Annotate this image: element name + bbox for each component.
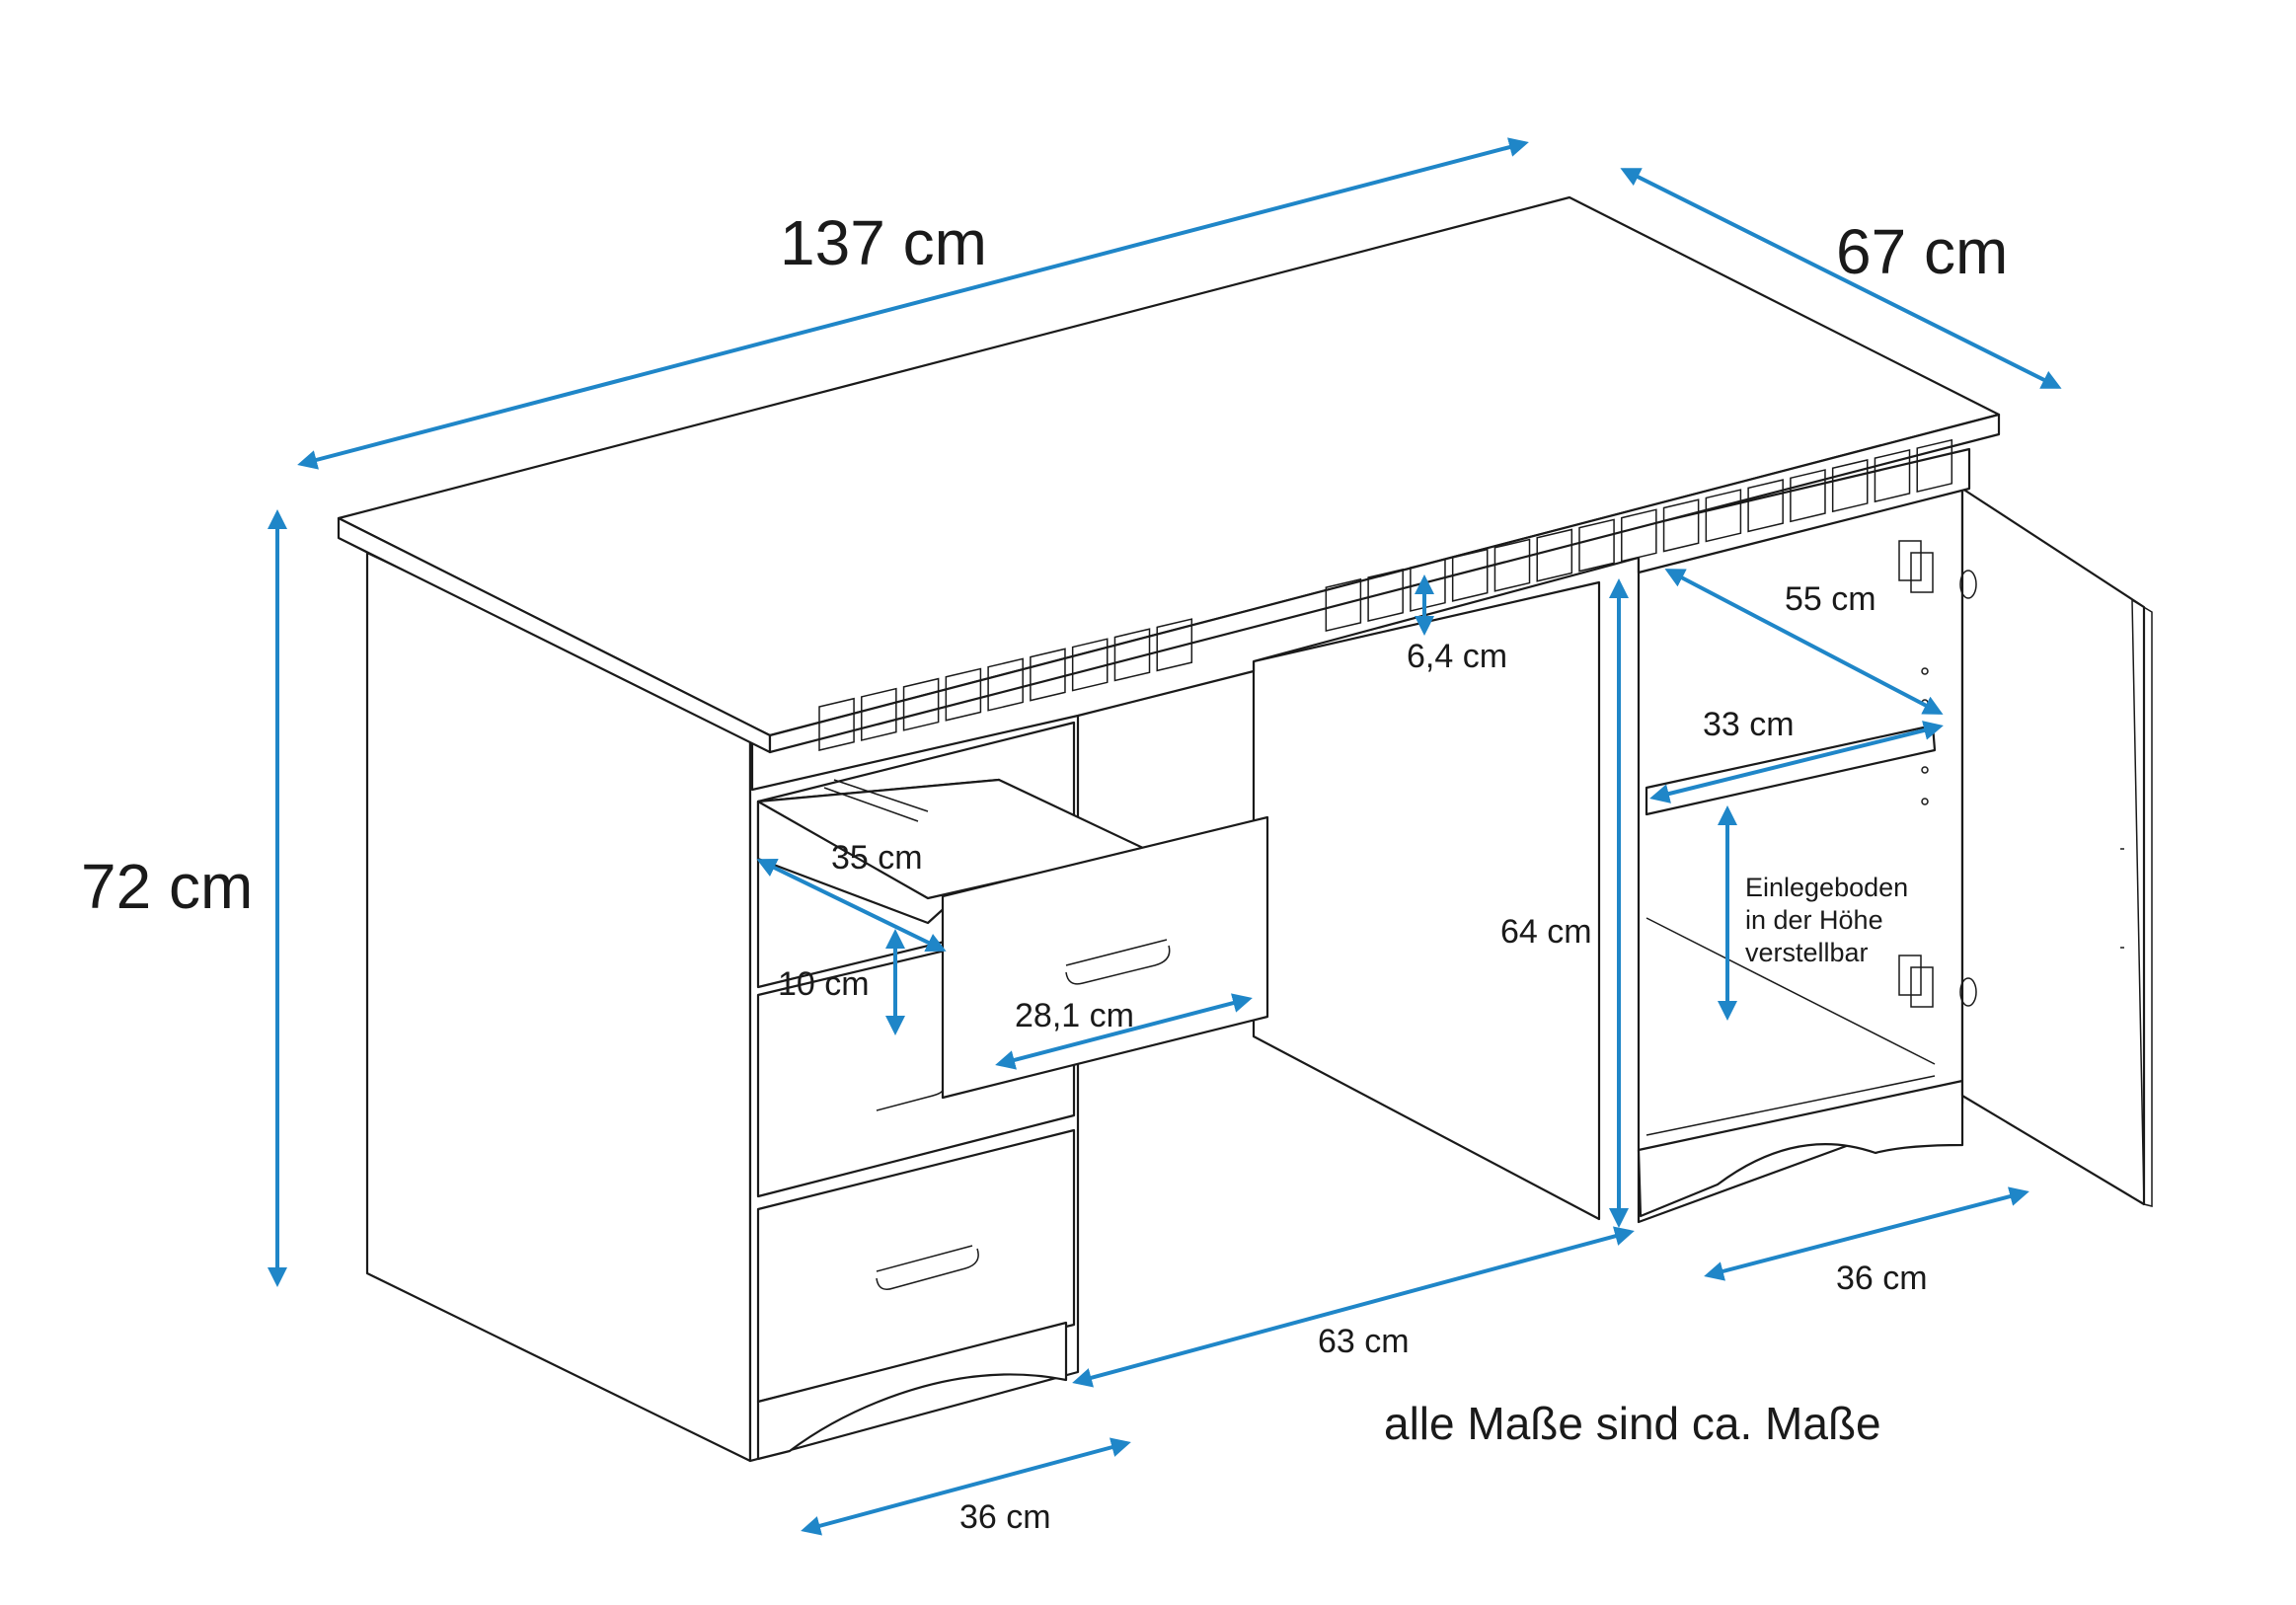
width-arrow [297,137,1529,470]
dimension-arrows [268,137,2062,1536]
drawer-width-arrow [995,993,1253,1070]
inner-height-label: 64 cm [1500,913,1592,951]
drawer-bottom-handle [876,1248,979,1290]
legroom-label: 63 cm [1318,1323,1410,1360]
shelf-note-line-3: verstellbar [1745,938,1869,967]
depth-label: 67 cm [1836,216,2008,287]
depth-arrow [1620,168,2062,389]
shelf-note-line-1: Einlegeboden [1745,873,1908,902]
apron-tile [1451,548,1489,602]
apron-tile [1662,498,1700,553]
apron-tile [1874,448,1911,503]
apron-tile [1621,508,1657,563]
apron-tile [818,697,855,751]
shelf-note-line-2: in der Höhe [1745,905,1883,935]
apron-label: 6,4 cm [1407,638,1507,675]
apron-tile [1578,518,1615,573]
apron-tile [945,667,982,722]
left-plinth [756,1321,1068,1461]
left-pedestal-arrow [801,1437,1131,1536]
apron-tile [1325,577,1362,633]
apron-tile [1156,618,1193,672]
apron-tile [1916,438,1953,494]
apron-tile [902,677,940,731]
cabinet-depth-arrow [1664,569,1944,715]
width-label: 137 cm [780,207,987,278]
right-pedestal-label: 36 cm [1836,1260,1928,1297]
apron-tile [1790,469,1826,523]
apron-tile [987,657,1024,712]
apron-tiles [818,438,1953,751]
cabinet-depth-label: 55 cm [1785,580,1876,618]
apron-tile [1410,558,1446,612]
left-pedestal-label: 36 cm [959,1498,1051,1536]
drawer-depth-label: 35 cm [831,839,923,877]
apron-tile [1071,638,1109,692]
footnote: alle Maße sind ca. Maße [1384,1398,1881,1449]
legroom-arrow [1072,1226,1635,1388]
drawer-height-label: 10 cm [778,965,870,1003]
shelf-depth-arrow [1649,721,1944,803]
shelf-depth-label: 33 cm [1703,706,1795,743]
apron-tile [1493,538,1531,592]
height-label: 72 cm [81,851,253,922]
drawer-depth-arrow [756,859,947,952]
apron-tile [1536,528,1573,582]
apron-tile [1367,568,1404,622]
apron-tile [1831,459,1869,513]
knee-space-back [1252,580,1601,1221]
apron-tile [1705,489,1742,543]
apron-tile [1030,648,1066,702]
open-drawer-handle [1065,939,1171,985]
open-door [1960,487,2146,1206]
right-pedestal-arrow [1704,1186,2029,1281]
apron-tile [1747,479,1784,533]
apron-tile [861,687,897,741]
drawer-width-label: 28,1 cm [1015,997,1134,1034]
dimension-labels: 137 cm 67 cm 72 cm 6,4 cm 55 cm 33 cm 64… [81,207,2008,1536]
apron-tile [1113,628,1151,682]
right-plinth [1637,1079,1964,1218]
hinge-bottom [1898,955,1977,1008]
